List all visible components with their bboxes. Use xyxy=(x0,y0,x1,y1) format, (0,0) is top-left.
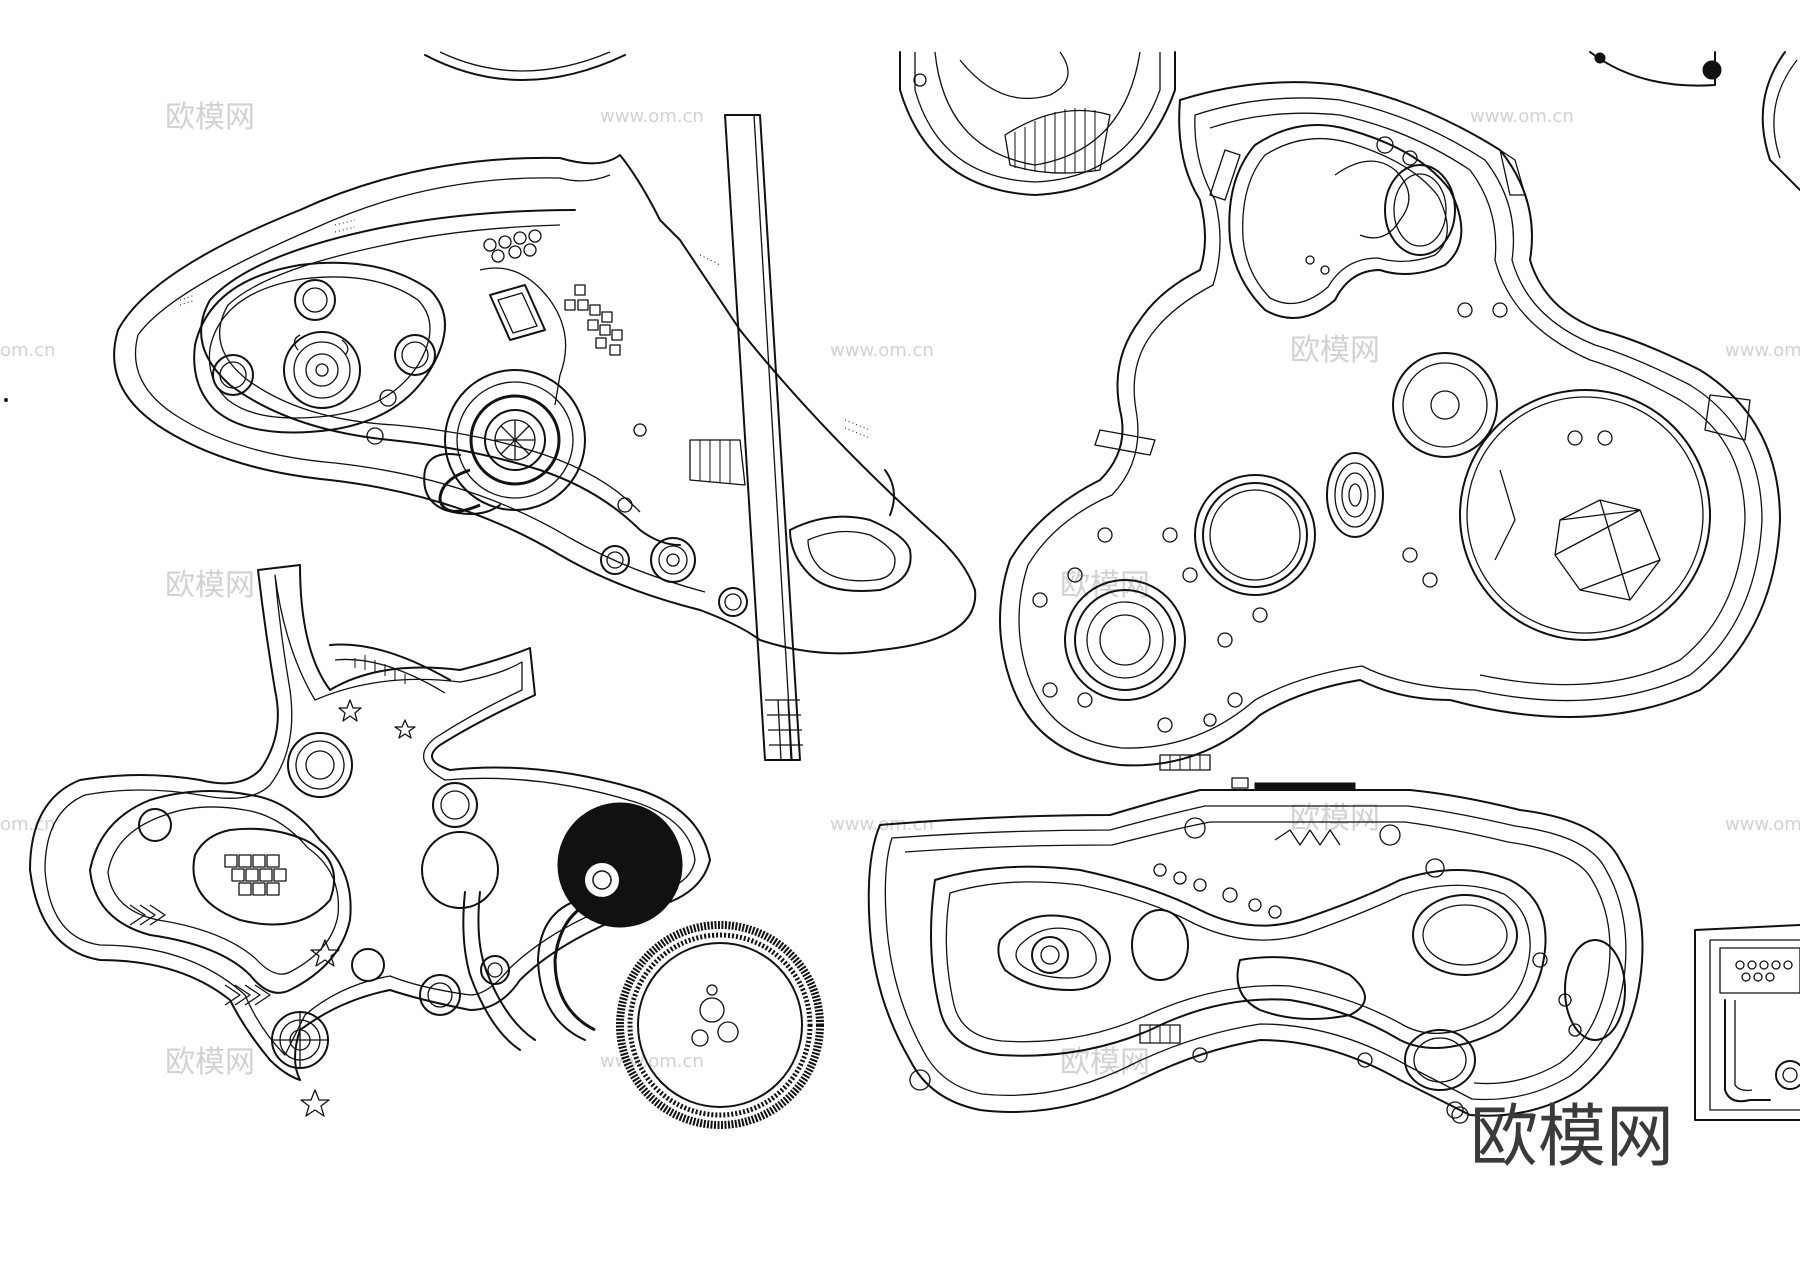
plan-oval-pool-park xyxy=(867,777,1644,1124)
zigzag-bench xyxy=(1274,829,1341,846)
wing-inner-path xyxy=(200,209,681,546)
wing-oval-loop xyxy=(193,261,446,434)
plan-star-playground xyxy=(29,564,824,1129)
stair-hatch xyxy=(689,439,746,486)
plan-wing-park xyxy=(113,114,977,761)
sand-ring xyxy=(616,921,824,1129)
open-circle xyxy=(421,831,499,909)
watermark-brand: 欧模网 xyxy=(165,100,255,135)
tree-symbol xyxy=(633,423,647,437)
feature-ring xyxy=(1031,936,1069,974)
island-ellipse xyxy=(1412,894,1518,976)
hatched-deck xyxy=(1004,108,1111,174)
partial-arc-left-inner xyxy=(439,51,611,72)
grid-play-panels xyxy=(564,284,623,356)
watermark-site-fragment: www.om.cn xyxy=(1725,814,1800,835)
wing-outer-boundary xyxy=(113,154,977,655)
watermark-brand: 欧模网 xyxy=(165,1045,255,1080)
top-entry-bar xyxy=(1254,782,1356,790)
spiral-fountain xyxy=(283,331,361,409)
entry-steps xyxy=(1139,1024,1181,1044)
feature-ring xyxy=(650,537,696,583)
corner-logo-watermark: 欧模网 xyxy=(1470,1098,1674,1177)
dark-round-deck xyxy=(557,802,683,928)
twin-rings xyxy=(1064,474,1316,701)
watermark-site: www.om.cn xyxy=(600,1051,704,1072)
hopscotch-grid xyxy=(224,854,287,896)
hatched-benches xyxy=(1094,149,1751,771)
top-partial-plans xyxy=(424,51,1800,196)
stepping-circles xyxy=(483,229,542,263)
star-inner-loop xyxy=(89,790,352,994)
climbing-block xyxy=(479,267,567,406)
partial-arc-left xyxy=(424,54,626,81)
tree-symbol xyxy=(138,808,172,842)
pool-central-bowl xyxy=(1236,956,1366,1020)
right-loop-path xyxy=(789,515,912,592)
oval-target xyxy=(1326,452,1384,538)
watermark-site-fragment: www.om.cn xyxy=(1725,340,1800,361)
watermark-site: www.om.cn xyxy=(600,106,704,127)
watermark-site-fragment: om.cn xyxy=(0,814,56,835)
watermark-brand: 欧模网 xyxy=(165,568,255,603)
boardwalk-strip xyxy=(724,114,803,761)
pool-park-outer-boundary xyxy=(867,789,1644,1117)
trefoil-top-lobe xyxy=(1228,124,1463,319)
trefoil-right-lobe xyxy=(1459,389,1711,641)
plan-trefoil-park xyxy=(999,81,1781,771)
feature-ring xyxy=(394,334,436,376)
top-lobe-pool xyxy=(1384,164,1456,256)
island-ellipse xyxy=(1404,1029,1476,1091)
watermark-site: www.om.cn xyxy=(1470,106,1574,127)
partial-circular-pool xyxy=(899,51,1176,196)
tube-slide-2 xyxy=(462,891,521,1051)
feature-ring xyxy=(287,732,353,798)
feature-ring xyxy=(294,279,336,321)
tree-symbol xyxy=(366,427,384,445)
partial-right-edge-plan xyxy=(1694,924,1800,1121)
watermark-site: www.om.cn xyxy=(830,340,934,361)
arrow-markings xyxy=(129,904,271,1006)
tree-symbol xyxy=(351,948,385,982)
feature-ring xyxy=(600,545,630,575)
feature-ring xyxy=(480,955,510,985)
net-climber xyxy=(1494,469,1661,601)
watermark-brand: 欧模网 xyxy=(1060,568,1150,603)
tree-symbol xyxy=(617,497,633,513)
feature-ring xyxy=(432,782,478,828)
tube-slide xyxy=(553,896,603,1032)
pool-curvy-walk xyxy=(997,914,1111,991)
pool-inner-basin xyxy=(930,865,1547,1057)
island-ellipse xyxy=(1564,939,1626,1041)
watermark-site-fragment: om.cn xyxy=(0,340,56,361)
star-outer-boundary xyxy=(29,564,711,1081)
trefoil-outer-boundary xyxy=(999,81,1781,767)
feature-ring xyxy=(718,587,748,617)
tree-dots xyxy=(1153,817,1582,1119)
hopscotch-island xyxy=(192,827,335,926)
watermark-brand: 欧模网 xyxy=(1290,801,1380,836)
watermark-layer: 欧模网 www.om.cn www.om.cn om.cn www.om.cn … xyxy=(0,100,1800,1080)
tree-symbol xyxy=(379,389,397,407)
partial-top-right-plan xyxy=(1589,51,1716,87)
spiral-slide-tower xyxy=(423,369,586,515)
feature-ring xyxy=(212,354,254,396)
open-circle xyxy=(1131,909,1189,981)
feature-ring xyxy=(419,974,461,1016)
trefoil-small-lobe xyxy=(1392,352,1498,458)
star-symbols xyxy=(300,699,416,1117)
bar-sculpture xyxy=(329,643,451,694)
watermark-brand: 欧模网 xyxy=(1290,333,1380,368)
